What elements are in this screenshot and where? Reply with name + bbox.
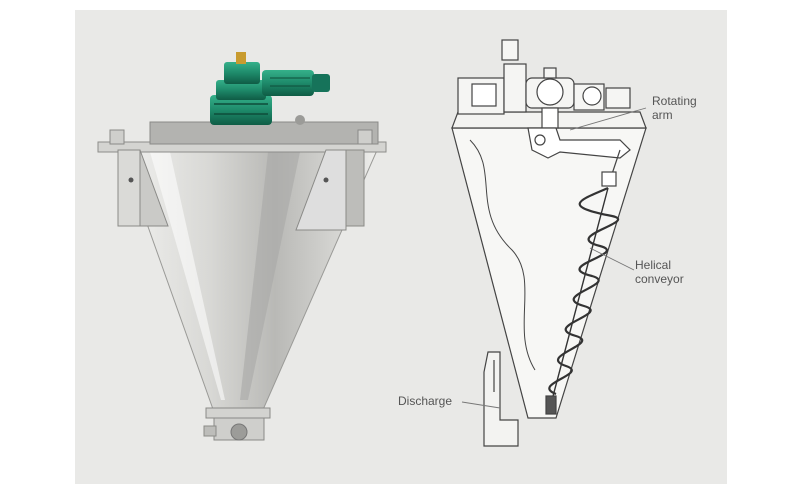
right-bracket-side	[345, 149, 365, 227]
right-bracket-front	[295, 149, 347, 231]
leader-helical-conveyor	[589, 247, 635, 271]
gearbox-top	[224, 62, 260, 84]
label-helical-conveyor-line1: Helical	[635, 258, 672, 272]
label-helical-conveyor-line2: conveyor	[635, 272, 684, 286]
leader-discharge	[461, 401, 501, 409]
diagram-cone	[451, 127, 647, 419]
label-helical-conveyor: Helical conveyor	[635, 258, 684, 286]
gearbox-base	[210, 95, 272, 125]
label-rotating-arm: Rotating arm	[652, 94, 697, 122]
label-rotating-arm-line2: arm	[652, 108, 673, 122]
discharge-hopper	[483, 351, 519, 447]
rotating-arm-shape	[527, 127, 631, 159]
motor-housing	[262, 70, 314, 96]
leader-rotating-arm	[569, 107, 647, 131]
gearbox-upper	[216, 80, 266, 100]
label-discharge: Discharge	[398, 394, 453, 408]
label-rotating-arm-line1: Rotating	[652, 94, 697, 108]
screw-shaft	[551, 187, 609, 401]
motor-endcap	[312, 74, 330, 92]
helical-screw	[548, 186, 620, 396]
motor-top-fitting	[236, 52, 246, 64]
